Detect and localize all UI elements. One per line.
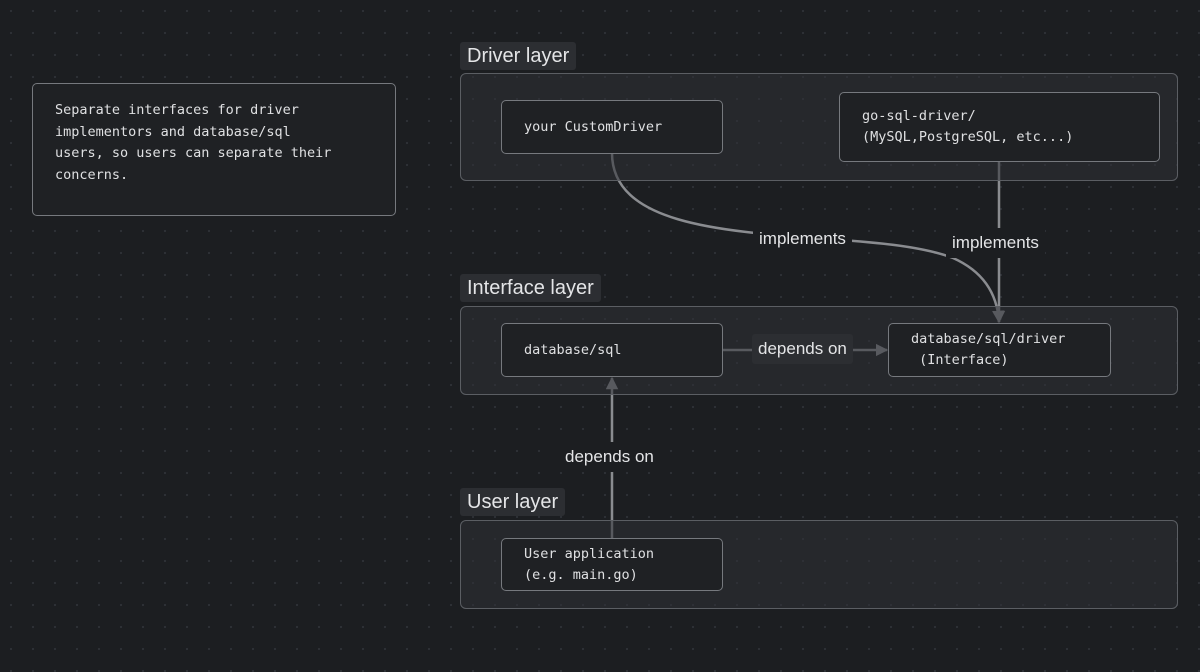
node-label: (MySQL,PostgreSQL, etc...)	[862, 129, 1074, 145]
node-label: database/sql/driver	[911, 331, 1066, 347]
user-application-node[interactable]: User application (e.g. main.go)	[501, 538, 723, 591]
description-note: Separate interfaces for driver implement…	[32, 83, 396, 216]
go-sql-driver-node[interactable]: go-sql-driver/ (MySQL,PostgreSQL, etc...…	[839, 92, 1160, 162]
note-line: Separate interfaces for driver	[55, 102, 299, 118]
database-sql-node[interactable]: database/sql	[501, 323, 723, 377]
user-layer-title: User layer	[460, 488, 566, 516]
node-label: User application	[524, 545, 655, 562]
note-line: users, so users can separate their	[55, 145, 332, 161]
implements-label-custom: implements	[753, 224, 852, 254]
node-label: database/sql	[524, 341, 622, 358]
node-label: (Interface)	[911, 352, 1009, 368]
custom-driver-node[interactable]: your CustomDriver	[501, 100, 723, 154]
driver-layer-title: Driver layer	[460, 42, 577, 70]
node-label: your CustomDriver	[524, 118, 663, 135]
sql-driver-interface-node[interactable]: database/sql/driver (Interface)	[888, 323, 1111, 377]
edge-custom-driver-implements	[610, 152, 1005, 324]
note-line: concerns.	[55, 166, 129, 183]
note-line: implementors and database/sql	[55, 123, 291, 140]
depends-on-label-user: depends on	[559, 442, 660, 472]
depends-on-label-sql: depends on	[752, 334, 853, 364]
implements-label-go: implements	[946, 228, 1045, 258]
interface-layer-title: Interface layer	[460, 274, 601, 302]
node-label: go-sql-driver/	[862, 108, 976, 124]
node-label: (e.g. main.go)	[524, 566, 638, 583]
